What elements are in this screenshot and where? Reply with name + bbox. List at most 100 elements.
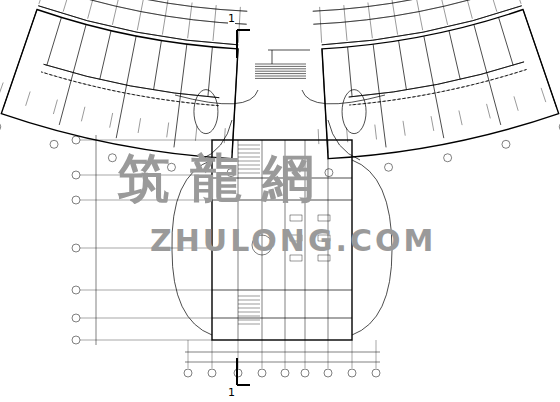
room-mark [541, 88, 546, 102]
section-number: 1 [228, 13, 235, 24]
grid-bubble [108, 154, 116, 162]
room-mark [514, 96, 518, 110]
stair-step [238, 300, 260, 301]
grid-bubble [0, 123, 1, 131]
partition-wall [174, 44, 187, 147]
stair-step [255, 71, 306, 72]
dimension-tick [88, 0, 97, 19]
grid-bubble [372, 369, 380, 377]
room-mark [81, 107, 85, 122]
partition-wall [116, 36, 136, 138]
room-mark [53, 100, 57, 114]
dimension-tick [137, 0, 144, 30]
dimension-line [96, 135, 97, 345]
grid-bubble [50, 140, 58, 148]
grid-bubble [559, 123, 560, 131]
stair-step [238, 324, 260, 325]
grid-bubble [385, 163, 393, 171]
stair-step [255, 64, 306, 65]
partition-wall [499, 17, 514, 65]
grid-bubble [72, 336, 80, 344]
stair-curve [342, 90, 366, 134]
dimension-tick [188, 3, 192, 39]
grid-bubble [502, 140, 510, 148]
grid-bubble [348, 369, 356, 377]
dimension-tick [416, 0, 423, 30]
stair-step [255, 76, 306, 77]
grid-line [188, 340, 189, 368]
leader-line [268, 50, 310, 51]
stair-step [238, 296, 260, 297]
dimension-tick [162, 0, 168, 35]
grid-bubble [184, 369, 192, 377]
partition-wall [47, 17, 62, 65]
room-mark [403, 121, 405, 136]
grid-line [305, 340, 306, 368]
grid-line [262, 340, 263, 368]
grid-bubble [258, 369, 266, 377]
stair-step [255, 68, 306, 69]
stair-step [238, 149, 260, 150]
wing-outline [1, 10, 238, 159]
partition-wall [322, 49, 328, 153]
grid-bubble [72, 286, 80, 294]
dimension-tick [39, 0, 51, 4]
stair-step [238, 145, 260, 146]
dimension-tick [112, 0, 120, 25]
room-mark [195, 126, 197, 141]
grid-line [80, 140, 212, 141]
partition-wall [3, 10, 37, 108]
stair-step [238, 304, 260, 305]
grid-bubble [281, 369, 289, 377]
section-number: 1 [228, 387, 235, 398]
corridor-line [44, 64, 220, 97]
dimension-tick [213, 5, 216, 41]
room-mark [431, 116, 434, 131]
dimension-line [185, 362, 380, 363]
grid-line [80, 290, 212, 291]
dimension-tick [368, 3, 372, 39]
courtyard-curve [175, 90, 385, 160]
grid-line [285, 340, 286, 368]
dimension-line [185, 352, 380, 353]
grid-bubble [208, 369, 216, 377]
grid-line [352, 340, 353, 368]
corridor-line [349, 69, 526, 105]
grid-line [328, 340, 329, 368]
fixture [318, 215, 330, 221]
room-mark [375, 125, 377, 140]
partition-wall [59, 25, 86, 125]
room-mark [487, 104, 491, 119]
corridor-line [349, 62, 524, 97]
room-mark [167, 123, 169, 138]
partition-wall [399, 41, 407, 90]
partition-wall [474, 25, 501, 125]
dimension-tick [509, 0, 521, 4]
room-mark [110, 113, 113, 128]
partition-wall [232, 49, 238, 153]
partition-wall [449, 31, 460, 80]
grid-bubble [324, 369, 332, 377]
watermark: ZHULONG.COM [150, 226, 436, 256]
partition-wall [100, 31, 111, 80]
grid-bubble [444, 154, 452, 162]
dimension-arc [313, 0, 518, 11]
grid-bubble [72, 244, 80, 252]
room-mark [138, 118, 141, 133]
stair-step [255, 78, 306, 79]
dimension-tick [392, 0, 398, 35]
room-mark [459, 110, 462, 125]
grid-line [376, 340, 377, 368]
wing-outline [322, 10, 559, 159]
grid-bubble [72, 136, 80, 144]
dimension-tick [463, 0, 472, 19]
room-mark [26, 92, 31, 106]
dimension-tick [238, 7, 240, 43]
room-mark [318, 129, 320, 144]
room-mark [224, 128, 226, 143]
stair-step [238, 316, 260, 317]
dimension-tick [344, 5, 347, 41]
interior-wall [212, 318, 352, 319]
stair-step [255, 73, 306, 74]
grid-bubble [72, 196, 80, 204]
